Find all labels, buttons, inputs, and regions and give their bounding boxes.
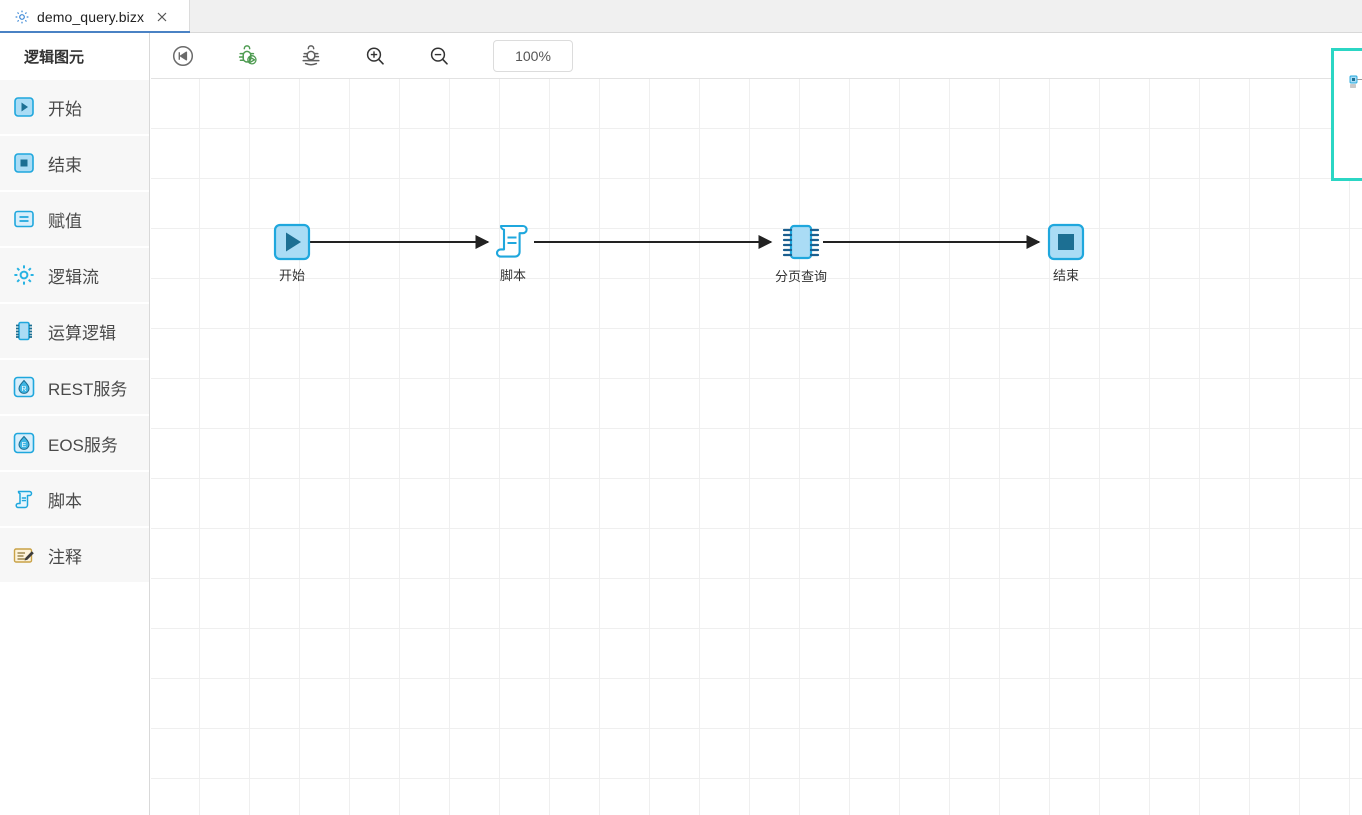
- debug-button[interactable]: [215, 33, 279, 79]
- tab-title: demo_query.bizx: [37, 8, 145, 25]
- sidebar-item-label: 注释: [48, 547, 82, 567]
- close-icon[interactable]: [155, 10, 169, 24]
- compute-logic-icon: [16, 321, 32, 341]
- sidebar-item-label: EOS服务: [48, 435, 118, 455]
- script-icon: [15, 490, 33, 509]
- sidebar-item-logic-flow[interactable]: 逻辑流: [0, 248, 149, 304]
- node-start[interactable]: [273, 223, 311, 261]
- sidebar-item-label: 结束: [48, 155, 82, 175]
- stop-debug-icon: [302, 44, 320, 65]
- node-end[interactable]: [1047, 223, 1085, 261]
- sidebar-item-label: REST服务: [48, 379, 128, 399]
- sidebar-item-compute-logic[interactable]: 运算逻辑: [0, 304, 149, 360]
- comment-icon: [13, 548, 34, 563]
- node-label-end: 结束: [1052, 268, 1080, 283]
- step-run-icon: [172, 45, 194, 66]
- zoom-out-button[interactable]: [407, 33, 471, 79]
- sidebar-item-label: 赋值: [48, 211, 82, 231]
- start-icon: [14, 97, 34, 117]
- zoom-in-icon: [366, 46, 384, 65]
- sidebar-item-label: 开始: [48, 99, 82, 119]
- node-label-start: 开始: [278, 268, 306, 283]
- node-paging-query[interactable]: [782, 224, 820, 260]
- run-button[interactable]: [151, 33, 215, 79]
- tab-bar: demo_query.bizx: [0, 0, 1362, 33]
- end-icon: [14, 153, 34, 173]
- palette-sidebar: 逻辑图元 开始 结束 赋值 逻辑流: [0, 33, 150, 815]
- logic-flow-icon: [14, 265, 34, 285]
- zoom-in-button[interactable]: [343, 33, 407, 79]
- assign-icon: [14, 210, 34, 228]
- node-script[interactable]: [495, 224, 528, 258]
- canvas-toolbar: 100%: [151, 33, 1362, 79]
- zoom-level-input[interactable]: 100%: [493, 39, 573, 72]
- sidebar-item-label: 脚本: [48, 491, 82, 511]
- sidebar-item-start[interactable]: 开始: [0, 80, 149, 136]
- svg-text:E: E: [22, 442, 27, 449]
- sidebar-item-eos-service[interactable]: E EOS服务: [0, 416, 149, 472]
- sidebar-item-script[interactable]: 脚本: [0, 472, 149, 528]
- node-label-script: 脚本: [499, 268, 527, 283]
- sidebar-item-label: 运算逻辑: [48, 323, 116, 343]
- sidebar-item-assign[interactable]: 赋值: [0, 192, 149, 248]
- sidebar-item-label: 逻辑流: [48, 267, 99, 287]
- flow-graph: [273, 223, 1085, 261]
- zoom-out-icon: [430, 46, 448, 65]
- sidebar-item-end[interactable]: 结束: [0, 136, 149, 192]
- debug-bug-icon: [238, 44, 257, 65]
- stop-debug-button[interactable]: [279, 33, 343, 79]
- sidebar-item-comment[interactable]: 注释: [0, 528, 149, 584]
- svg-text:R: R: [21, 386, 26, 393]
- flow-canvas[interactable]: 开始 脚本 分页查询 结束: [151, 79, 1362, 815]
- minimap-panel[interactable]: [1331, 48, 1362, 181]
- minimap-preview: [1349, 75, 1362, 88]
- rest-service-icon: R: [13, 376, 35, 398]
- palette-header: 逻辑图元: [24, 49, 85, 66]
- sidebar-item-rest-service[interactable]: R REST服务: [0, 360, 149, 416]
- gear-icon: [15, 10, 29, 23]
- eos-service-icon: E: [13, 432, 35, 454]
- editor-tab[interactable]: demo_query.bizx: [0, 0, 190, 33]
- node-label-paging-query: 分页查询: [774, 269, 828, 284]
